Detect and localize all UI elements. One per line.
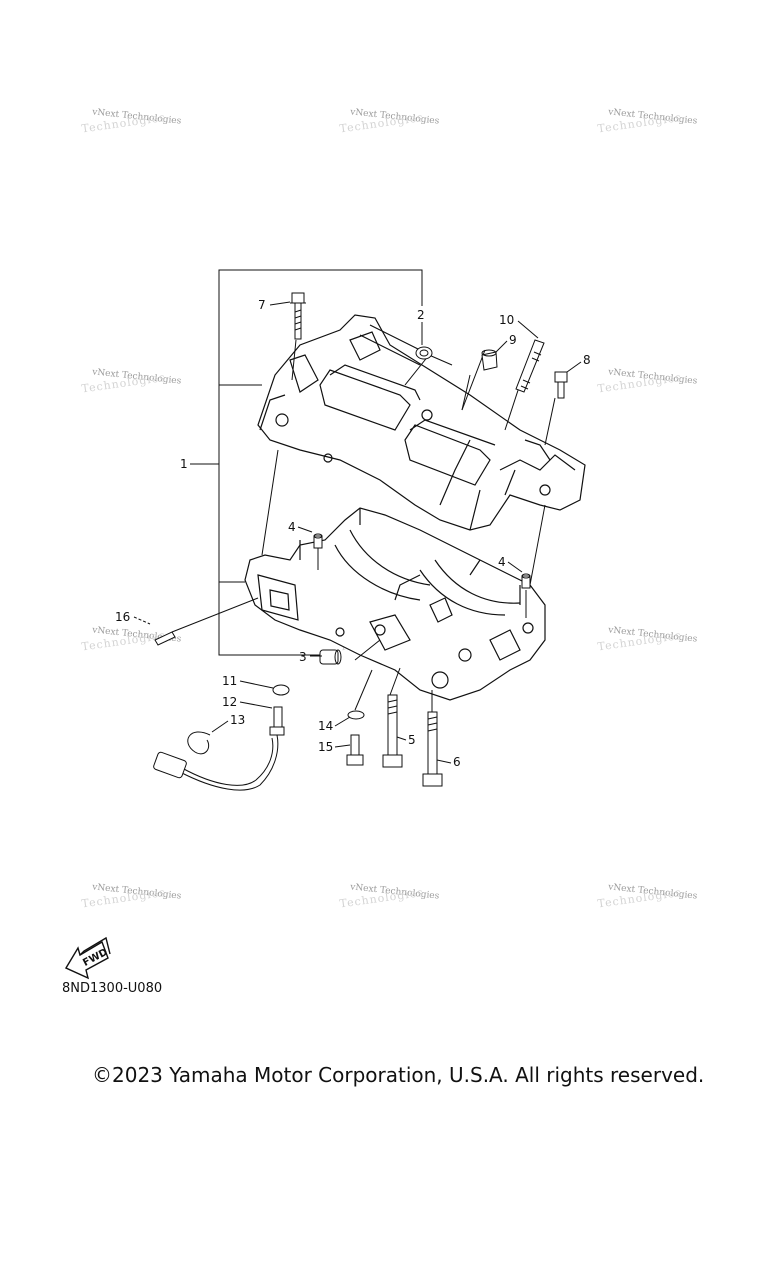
callout-11: 11 xyxy=(222,674,237,688)
callout-12: 12 xyxy=(222,695,237,709)
crankcase-exploded-diagram: FWD 1 2 3 4 4 5 6 7 8 9 10 11 12 13 14 1… xyxy=(64,269,591,980)
callout-4a: 4 xyxy=(288,520,296,534)
callout-4b: 4 xyxy=(498,555,506,569)
part-3-collar xyxy=(319,649,342,665)
part-16-stud xyxy=(154,631,176,646)
part-11-oring xyxy=(272,684,290,696)
part-14-washer xyxy=(347,710,365,720)
callout-15: 15 xyxy=(318,740,333,754)
part-4-dowel xyxy=(313,533,323,549)
callouts: 1 2 3 4 4 5 6 7 8 9 10 11 12 13 14 15 16 xyxy=(115,298,591,769)
callout-14: 14 xyxy=(318,719,333,733)
callout-9: 9 xyxy=(509,333,517,347)
fwd-arrow-icon: FWD xyxy=(64,936,111,980)
part-5-bolt xyxy=(382,694,403,768)
callout-3: 3 xyxy=(299,650,307,664)
callout-1: 1 xyxy=(180,457,188,471)
lower-crankcase xyxy=(244,507,546,701)
part-13-clip xyxy=(187,731,211,755)
callout-10: 10 xyxy=(499,313,514,327)
callout-13: 13 xyxy=(230,713,245,727)
callout-8: 8 xyxy=(583,353,591,367)
callout-7: 7 xyxy=(258,298,266,312)
copyright-notice: ©2023 Yamaha Motor Corporation, U.S.A. A… xyxy=(92,1063,705,1087)
assembly-bracket xyxy=(190,269,423,656)
leader-lines xyxy=(171,339,556,712)
part-9-dowel xyxy=(481,349,498,371)
callout-2: 2 xyxy=(417,308,425,322)
part-15-bolt xyxy=(346,734,364,766)
diagram-code: 8ND1300-U080 xyxy=(62,981,163,996)
part-6-bolt xyxy=(422,711,443,787)
callout-6: 6 xyxy=(453,755,461,769)
callout-5: 5 xyxy=(408,733,416,747)
upper-crankcase xyxy=(257,314,586,531)
part-4-dowel xyxy=(521,573,531,589)
part-10-stud xyxy=(515,339,545,393)
part-7-bolt xyxy=(290,292,306,340)
callout-16: 16 xyxy=(115,610,130,624)
part-8-bolt xyxy=(554,371,568,399)
part-12-sensor xyxy=(153,706,285,791)
part-2-ring xyxy=(415,346,433,360)
